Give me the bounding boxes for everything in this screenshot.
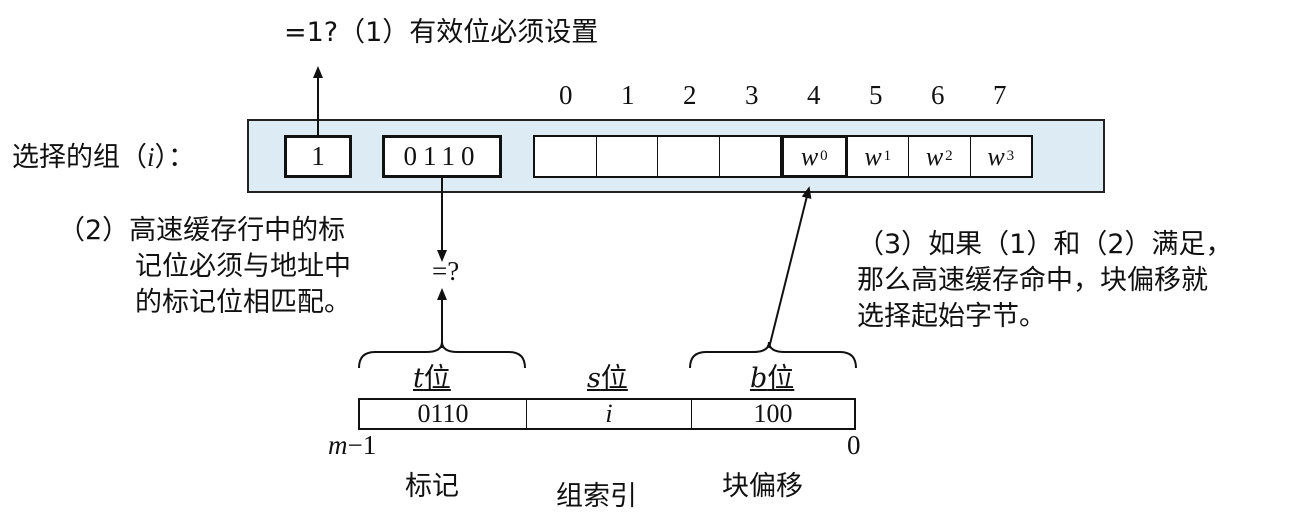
block-index-2: 2 [683,80,697,110]
block-byte-2 [658,137,720,176]
address-tag-field: 0110 [360,399,527,428]
block-index-7: 7 [993,80,1007,110]
block-index-4: 4 [807,80,821,110]
note-tag-match-line-2: 记位必须与地址中 [135,251,351,282]
block-offset-brace [689,341,857,369]
tag-brace [358,341,526,369]
block-byte-3 [720,137,781,176]
selected-set-label: 选择的组（i）： [12,142,196,173]
valid-bit-check-label: =1?（1）有效位必须设置 [284,17,599,48]
block-index-1: 1 [621,80,635,110]
address-set-index-field: i [527,399,692,428]
set-index-field-name: 组索引 [556,481,637,512]
address-set-index-width-label: s位 [587,363,628,394]
address-tag-width-label: t位 [413,363,451,394]
block-offset-field-name: 块偏移 [722,471,803,502]
address-low-bit-label: 0 [847,430,861,460]
address-high-bit-label: m−1 [328,430,377,460]
block-byte-0 [535,137,597,176]
line-tag-box: 0110 [382,135,502,178]
note-hit-line-3: 选择起始字节。 [857,301,1046,332]
note-hit-line-1: （3）如果（1）和（2）满足， [857,229,1233,260]
note-tag-match-line-1: （2）高速缓存行中的标 [58,215,346,246]
address-block-offset-field: 100 [753,399,793,428]
address-block-offset-width-label: b位 [750,363,795,394]
block-byte-1 [597,137,658,176]
note-hit-line-2: 那么高速缓存命中，块偏移就 [857,265,1208,296]
tag-field-name: 标记 [405,471,459,502]
memory-address: 0110 i 100 [358,398,856,430]
block-index-0: 0 [559,80,573,110]
block-offset-arrow [768,186,812,349]
block-index-5: 5 [869,80,883,110]
block-index-6: 6 [931,80,945,110]
block-index-3: 3 [745,80,759,110]
note-tag-match-line-3: 的标记位相匹配。 [135,287,351,318]
